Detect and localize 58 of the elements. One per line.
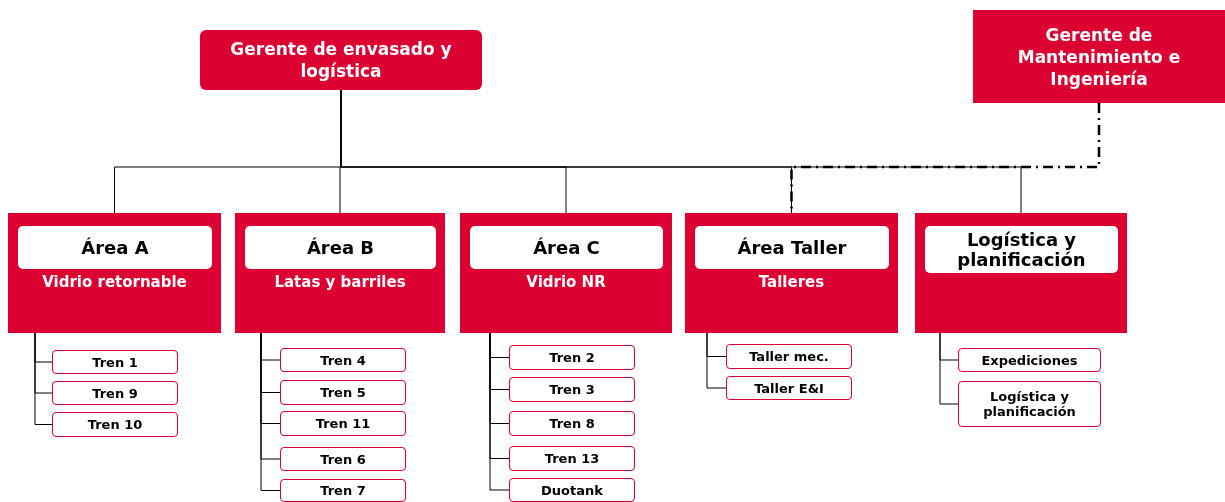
area-box — [235, 213, 445, 333]
unit-box — [509, 478, 635, 502]
unit-label: Tren 5 — [320, 385, 366, 400]
unit-label: Expediciones — [981, 352, 1078, 368]
area-subtitle: Talleres — [757, 273, 826, 291]
unit-box — [958, 381, 1101, 427]
area-subtitle: Vidrio retornable — [41, 273, 188, 291]
unit-label: Tren 10 — [87, 417, 143, 432]
area-title: Logística y planificación — [925, 226, 1118, 273]
manager-title: Gerente de envasado y logística — [229, 38, 453, 82]
unit-box — [280, 380, 406, 405]
manager-box — [200, 30, 482, 90]
unit-box — [280, 447, 406, 471]
area-box — [460, 213, 672, 333]
unit-label: Tren 9 — [92, 385, 138, 401]
unit-box — [52, 412, 178, 437]
area-subtitle: Latas y barriles — [273, 273, 407, 291]
unit-label: Logística y planificación — [982, 389, 1077, 419]
unit-label: Duotank — [541, 482, 603, 498]
unit-label: Tren 3 — [549, 382, 595, 397]
unit-box — [280, 348, 406, 372]
unit-box — [726, 376, 852, 400]
unit-label: Taller E&I — [754, 380, 824, 396]
unit-label: Taller mec. — [749, 349, 829, 364]
unit-label: Tren 8 — [549, 416, 595, 431]
unit-label: Tren 13 — [544, 451, 600, 466]
unit-box — [280, 411, 406, 436]
connector-line — [34, 332, 53, 425]
area-title: Área A — [18, 226, 212, 269]
area-subtitle: Vidrio NR — [525, 273, 607, 291]
manager-box — [973, 10, 1225, 103]
connector-line — [489, 332, 510, 491]
area-title: Área B — [245, 226, 436, 269]
unit-box — [509, 446, 635, 471]
manager-title: Gerente de Mantenimiento e Ingeniería — [1016, 23, 1182, 90]
area-box — [685, 213, 898, 333]
unit-label: Tren 6 — [320, 451, 366, 467]
unit-box — [52, 381, 178, 405]
area-box — [915, 213, 1127, 333]
area-title: Área C — [470, 226, 663, 269]
connector-line — [939, 332, 959, 405]
unit-label: Tren 11 — [315, 416, 371, 431]
unit-box — [52, 350, 178, 374]
unit-box — [280, 479, 406, 502]
unit-box — [726, 344, 852, 369]
area-title: Área Taller — [695, 226, 889, 269]
unit-label: Tren 2 — [549, 350, 595, 365]
connector-line — [340, 89, 1022, 214]
unit-box — [509, 345, 635, 370]
unit-box — [509, 377, 635, 402]
unit-label: Tren 7 — [320, 483, 366, 498]
unit-box — [958, 348, 1101, 372]
unit-label: Tren 4 — [320, 352, 366, 368]
connector-line — [706, 332, 727, 389]
unit-label: Tren 1 — [92, 354, 138, 370]
area-box — [8, 213, 221, 333]
connector-line — [260, 332, 281, 491]
unit-box — [509, 411, 635, 436]
